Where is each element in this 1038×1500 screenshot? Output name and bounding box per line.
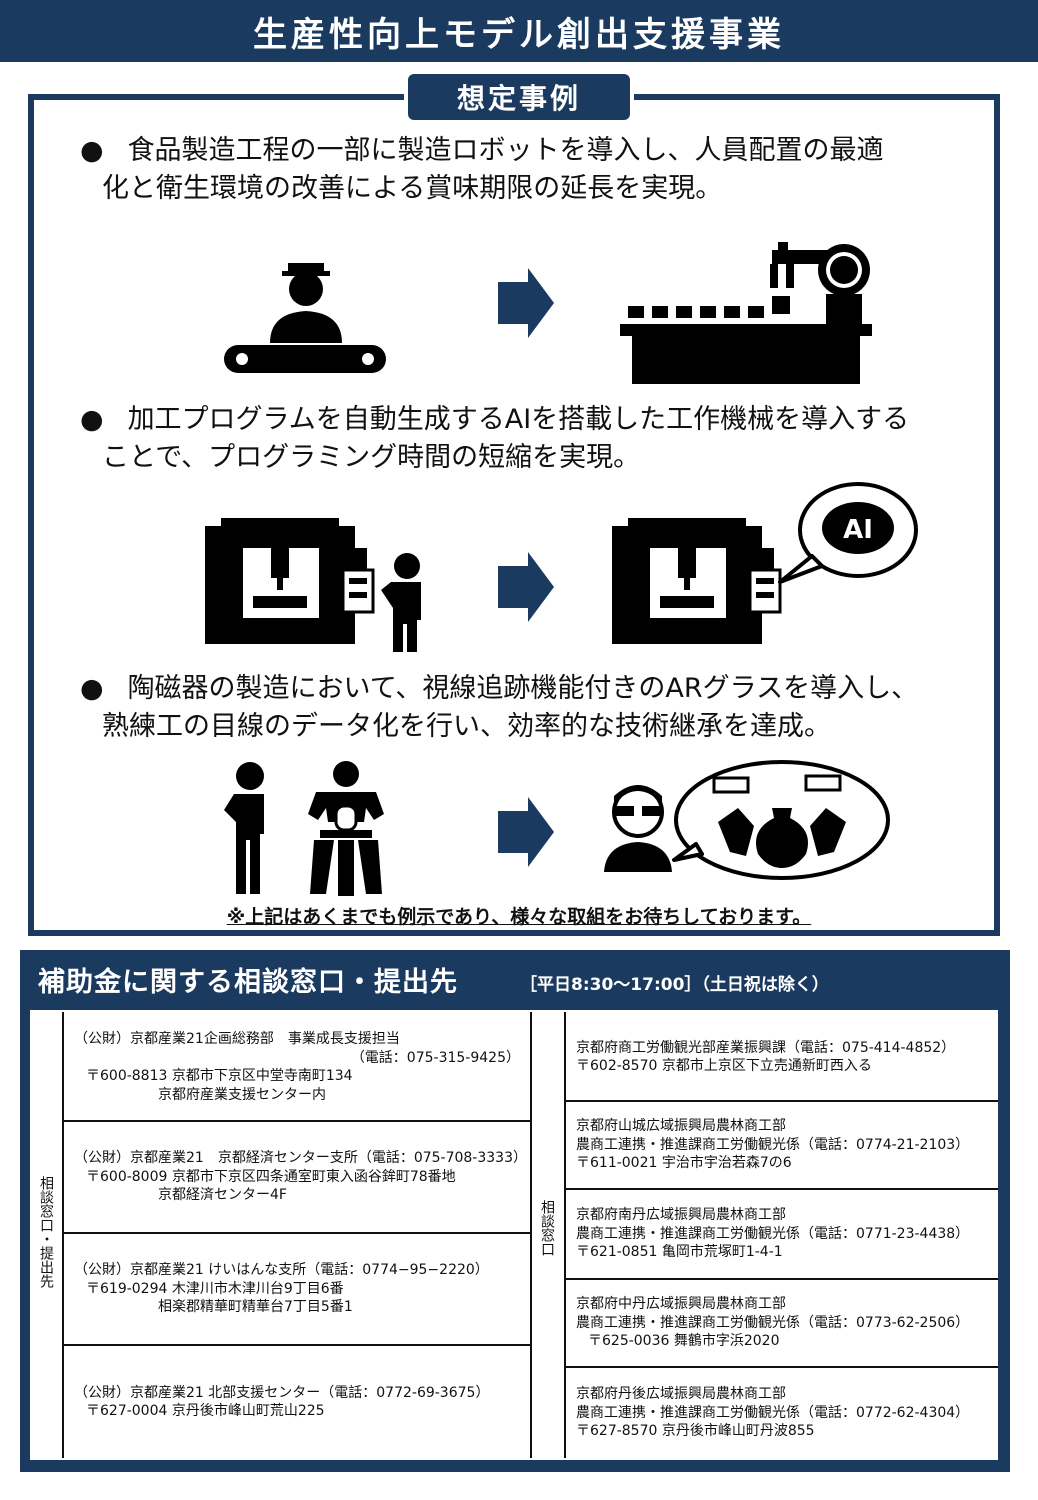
divider [564, 1100, 998, 1102]
entry-line: （公財）京都産業21企画総務部 事業成長支援担当 [74, 1031, 400, 1047]
case-1-line2: 化と衛生環境の改善による賞味期限の延長を実現。 [102, 173, 723, 204]
right-column-label: 相談窓口 [539, 1200, 555, 1256]
entry-address: 〒619-0294 木津川市木津川台9丁目6番 [86, 1280, 344, 1297]
entry-address: 〒602-8570 京都市上京区下立売通新町西入る [576, 1058, 872, 1074]
contact-entry-yamashiro: 京都府山城広域振興局農林商工部 農商工連携・推進課商工労働観光係（電話：0774… [566, 1102, 998, 1188]
case-3-text: ● 陶磁器の製造において、視線追跡機能付きのARグラスを導入し、 熟練工の目線のデ… [80, 670, 980, 746]
entry-address: 〒611-0021 宇治市宇治若森7の6 [576, 1155, 792, 1172]
entry-address: 〒627-0004 京丹後市峰山町荒山225 [86, 1403, 325, 1419]
contact-entry-hokubu: （公財）京都産業21 北部支援センター（電話：0772-69-3675） 〒62… [64, 1346, 530, 1458]
entry-line: 京都府山城広域振興局農林商工部 [576, 1118, 786, 1135]
ai-machine-tool-icon: AI [612, 482, 918, 644]
case-3-line1: 陶磁器の製造において、視線追跡機能付きのARグラスを導入し、 [127, 673, 919, 704]
entry-line: 農商工連携・推進課商工労働観光係（電話：0772-62-4304） [576, 1404, 970, 1421]
contact-hours: ［平日8:30〜17:00］（土日祝は除く） [520, 975, 829, 995]
divider [530, 1012, 532, 1458]
contact-entry-nantan: 京都府南丹広域振興局農林商工部 農商工連携・推進課商工労働観光係（電話：0771… [566, 1190, 998, 1278]
divider [564, 1188, 998, 1190]
entry-line: （公財）京都産業21 けいはんな支所（電話：0774−95−2220） [74, 1262, 489, 1279]
entry-address: 京都経済センター4F [158, 1187, 287, 1204]
case-1-text: ● 食品製造工程の一部に製造ロボットを導入し、人員配置の最適 化と衛生環境の改善に… [80, 132, 980, 208]
case-1-line1: 食品製造工程の一部に製造ロボットを導入し、人員配置の最適 [127, 135, 884, 166]
arrow-right-icon [498, 797, 554, 867]
divider [564, 1012, 566, 1458]
arrow-right-icon [498, 552, 554, 622]
entry-address: 相楽郡精華町精華台7丁目5番1 [158, 1299, 353, 1316]
ar-glasses-worker-icon [604, 760, 890, 880]
page-title: 生産性向上モデル創出支援事業 [0, 0, 1038, 62]
robot-line-icon [620, 242, 872, 384]
entry-address: 〒625-0036 舞鶴市字浜2020 [588, 1333, 780, 1350]
craftsmen-icon [224, 761, 384, 896]
entry-address: 〒627-8570 京丹後市峰山町丹波855 [576, 1423, 815, 1440]
entry-line: （公財）京都産業21 北部支援センター（電話：0772-69-3675） [74, 1384, 490, 1401]
contact-title: 補助金に関する相談窓口・提出先 [38, 967, 458, 998]
entry-address: 〒621-0851 亀岡市荒塚町1-4-1 [576, 1244, 783, 1261]
entry-line: 京都府中丹広域振興局農林商工部 [576, 1296, 786, 1313]
entry-address: 京都府産業支援センター内 [158, 1086, 326, 1103]
bullet: ● [80, 404, 104, 435]
entry-address: 〒600-8009 京都市下京区四条通室町東入函谷鉾町78番地 [86, 1168, 456, 1185]
contact-entry-tango: 京都府丹後広域振興局農林商工部 農商工連携・推進課商工労働観光係（電話：0772… [566, 1368, 998, 1458]
entry-phone: （電話：075-315-9425） [350, 1049, 520, 1066]
contact-entry-chutan: 京都府中丹広域振興局農林商工部 農商工連携・推進課商工労働観光係（電話：0773… [566, 1280, 998, 1366]
case-2-line2: ことで、プログラミング時間の短縮を実現。 [102, 442, 641, 473]
case-2-text: ● 加工プログラムを自動生成するAIを搭載した工作機械を導入する ことで、プログラ… [80, 401, 980, 477]
entry-address: 〒600-8813 京都市下京区中堂寺南町134 [86, 1068, 353, 1084]
bullet: ● [80, 135, 104, 166]
contact-table [30, 1010, 998, 1460]
divider [62, 1012, 64, 1458]
arrow-right-icon [498, 268, 554, 338]
ai-badge: AI [843, 515, 873, 545]
entry-line: 京都府商工労働観光部産業振興課（電話：075-414-4852） [576, 1039, 956, 1056]
cases-tab-label: 想定事例 [408, 74, 630, 120]
bullet: ● [80, 673, 104, 704]
left-column-label: 相談窓口・提出先 [38, 1176, 54, 1288]
entry-line: 農商工連携・推進課商工労働観光係（電話：0774-21-2103） [576, 1136, 970, 1153]
contact-entry-prefecture: 京都府商工労働観光部産業振興課（電話：075-414-4852） 〒602-85… [566, 1014, 998, 1100]
entry-line: 農商工連携・推進課商工労働観光係（電話：0771-23-4438） [576, 1225, 970, 1242]
divider [564, 1278, 998, 1280]
disclaimer-note: ※上記はあくまでも例示であり、様々な取組をお待ちしております。 [226, 906, 812, 928]
entry-line: 京都府丹後広域振興局農林商工部 [576, 1386, 786, 1403]
contact-entry-keihanna: （公財）京都産業21 けいはんな支所（電話：0774−95−2220） 〒619… [64, 1234, 530, 1344]
case-3-line2: 熟練工の目線のデータ化を行い、効率的な技術継承を達成。 [102, 711, 831, 742]
machine-tool-operator-icon [205, 518, 421, 652]
contact-entry-headquarters: （公財）京都産業21企画総務部 事業成長支援担当 （電話：075-315-942… [64, 1014, 530, 1120]
divider [564, 1366, 998, 1368]
entry-line: 京都府南丹広域振興局農林商工部 [576, 1207, 786, 1224]
case-2-line1: 加工プログラムを自動生成するAIを搭載した工作機械を導入する [127, 404, 910, 435]
divider [62, 1120, 532, 1122]
divider [62, 1344, 532, 1346]
worker-conveyor-icon [224, 263, 386, 373]
entry-line: 農商工連携・推進課商工労働観光係（電話：0773-62-2506） [576, 1314, 970, 1331]
contact-entry-keizai-center: （公財）京都産業21 京都経済センター支所（電話：075-708-3333） 〒… [64, 1122, 530, 1232]
divider [62, 1232, 532, 1234]
entry-line: （公財）京都産業21 京都経済センター支所（電話：075-708-3333） [74, 1150, 527, 1167]
